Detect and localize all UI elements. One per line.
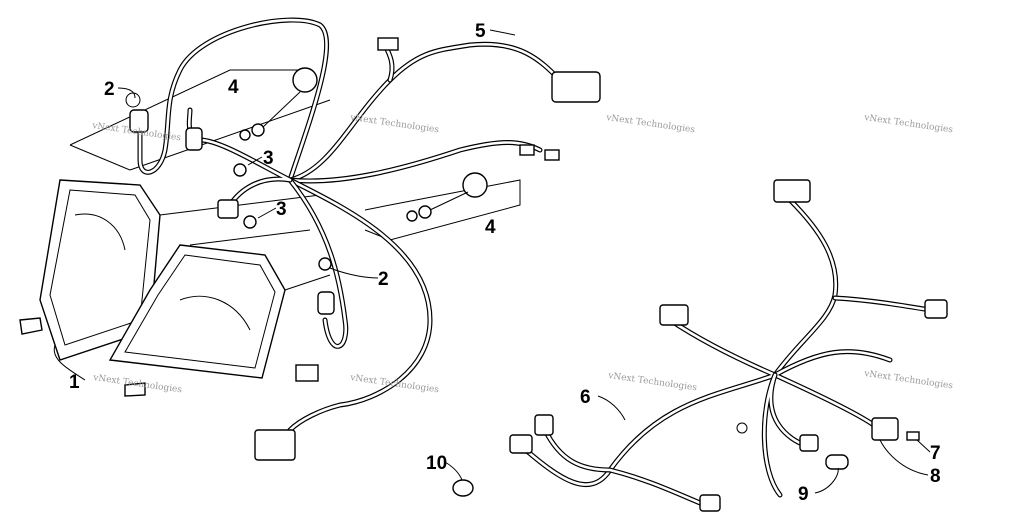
- watermark: vNext Technologies: [349, 373, 440, 396]
- callout-1: 1: [69, 372, 80, 393]
- main-harness: [509, 179, 948, 512]
- watermark: vNext Technologies: [863, 369, 954, 392]
- headlight-right: [108, 244, 286, 397]
- leader-lines: [53, 29, 931, 494]
- callout-4-upper: 4: [228, 77, 239, 98]
- watermark: vNext Technologies: [607, 371, 698, 394]
- watermark: vNext Technologies: [605, 113, 696, 136]
- callout-6: 6: [580, 387, 591, 408]
- callout-7: 7: [930, 443, 941, 464]
- callout-3-upper: 3: [263, 148, 274, 169]
- callout-3-lower: 3: [276, 199, 287, 220]
- callout-2-lower: 2: [378, 269, 389, 290]
- main-connector: [551, 71, 601, 103]
- bulbs-and-adjusters: [125, 67, 488, 271]
- callout-4-lower: 4: [485, 217, 496, 238]
- headlight-harness: [129, 17, 601, 461]
- hose-clamp: [452, 479, 474, 497]
- callout-10: 10: [426, 453, 447, 474]
- watermark: vNext Technologies: [349, 113, 440, 136]
- callout-8: 8: [930, 466, 941, 487]
- callout-5: 5: [475, 21, 486, 42]
- watermark: vNext Technologies: [863, 113, 954, 136]
- callout-2-upper: 2: [104, 79, 115, 100]
- callout-9: 9: [798, 484, 809, 505]
